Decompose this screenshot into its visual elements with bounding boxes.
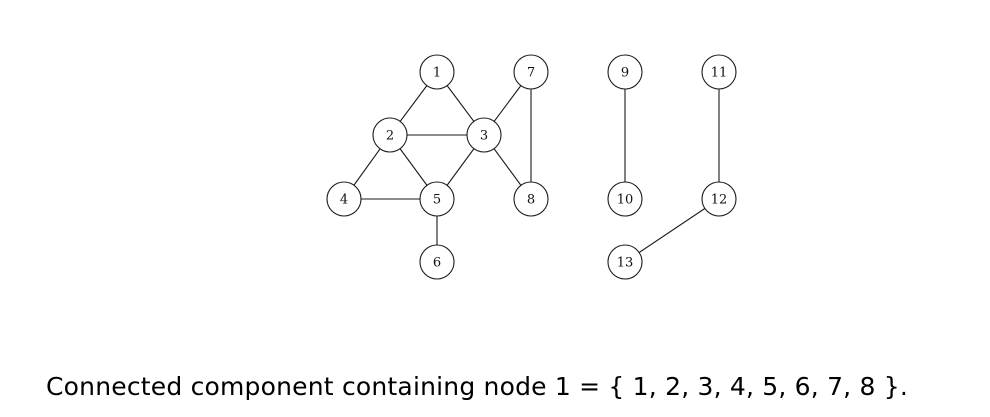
- node-7: 7: [513, 54, 549, 90]
- node-10: 10: [607, 181, 643, 217]
- node-circle-11: [701, 54, 737, 90]
- node-label-10: 10: [617, 193, 634, 208]
- node-2: 2: [372, 117, 408, 153]
- node-label-5: 5: [433, 193, 441, 208]
- node-circle-6: [419, 244, 455, 280]
- node-label-13: 13: [617, 256, 634, 271]
- graph-edges: [343, 71, 720, 263]
- caption: Connected component containing node 1 = …: [46, 372, 908, 401]
- node-9: 9: [607, 54, 643, 90]
- node-3: 3: [466, 117, 502, 153]
- node-label-9: 9: [621, 66, 629, 81]
- node-8: 8: [513, 181, 549, 217]
- node-label-6: 6: [433, 256, 441, 271]
- node-label-1: 1: [433, 66, 441, 81]
- node-label-4: 4: [340, 193, 348, 208]
- node-label-2: 2: [386, 129, 394, 144]
- node-circle-4: [326, 181, 362, 217]
- node-circle-8: [513, 181, 549, 217]
- node-1: 1: [419, 54, 455, 90]
- node-label-12: 12: [711, 193, 728, 208]
- node-12: 12: [701, 181, 737, 217]
- node-label-3: 3: [480, 129, 488, 144]
- node-circle-2: [372, 117, 408, 153]
- node-circle-10: [607, 181, 643, 217]
- node-circle-5: [419, 181, 455, 217]
- node-circle-12: [701, 181, 737, 217]
- node-circle-9: [607, 54, 643, 90]
- node-6: 6: [419, 244, 455, 280]
- node-11: 11: [701, 54, 737, 90]
- node-circle-13: [607, 244, 643, 280]
- node-label-11: 11: [711, 66, 728, 81]
- edge-12-13: [624, 198, 720, 263]
- node-label-7: 7: [527, 66, 535, 81]
- node-4: 4: [326, 181, 362, 217]
- node-circle-3: [466, 117, 502, 153]
- node-5: 5: [419, 181, 455, 217]
- node-13: 13: [607, 244, 643, 280]
- node-label-8: 8: [527, 193, 535, 208]
- node-circle-7: [513, 54, 549, 90]
- node-circle-1: [419, 54, 455, 90]
